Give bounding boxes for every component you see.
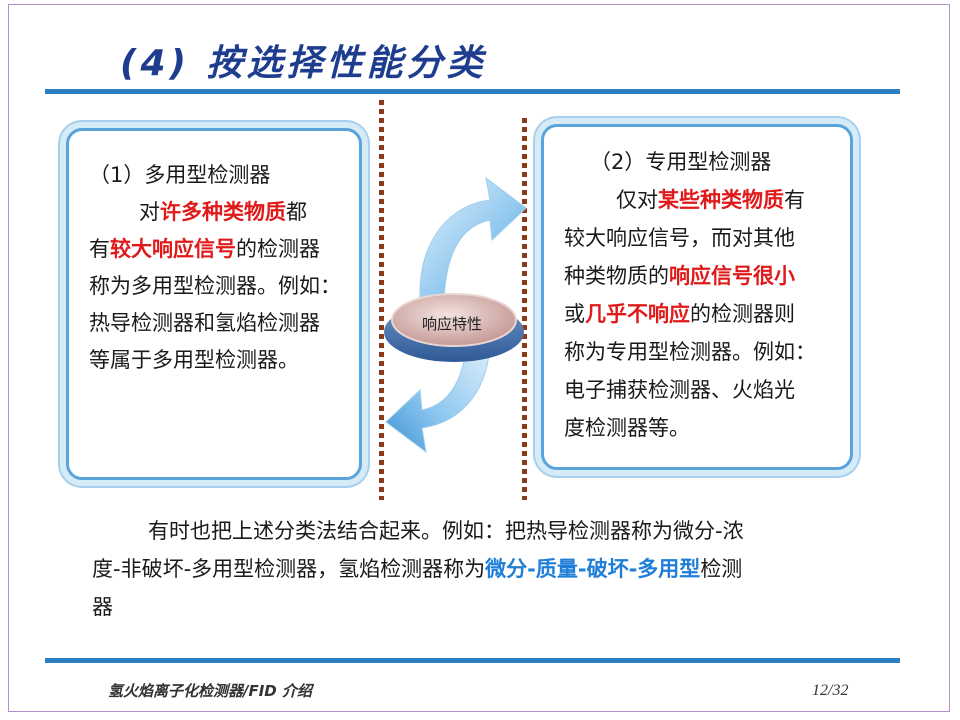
right-box-line-1: 仅对某些种类物质有 <box>616 188 805 212</box>
left-box-heading: （1）多用型检测器 <box>89 163 271 187</box>
right-box-line-6: 电子捕获检测器、火焰光 <box>564 378 795 402</box>
left-box-line-1: 对许多种类物质都 <box>139 200 307 224</box>
right-dashed-divider <box>522 118 527 500</box>
slide-frame <box>8 4 950 712</box>
highlight-fid-classification: 微分-质量-破坏-多用型 <box>485 557 701 581</box>
right-box-line-4: 或几乎不响应的检测器则 <box>564 302 795 326</box>
response-cycle-graphic <box>384 176 527 454</box>
highlight-many-substances: 许多种类物质 <box>160 200 286 224</box>
response-characteristic-label: 响应特性 <box>421 315 482 333</box>
disk-top <box>391 293 517 347</box>
arrow-up-right-icon <box>419 176 527 301</box>
right-box-line-5: 称为专用型检测器。例如： <box>564 340 816 364</box>
page-number: 12/32 <box>812 682 849 699</box>
slide-title: (4) 按选择性能分类 <box>120 43 487 84</box>
highlight-certain-substances: 某些种类物质 <box>658 188 784 212</box>
highlight-almost-no-response: 几乎不响应 <box>585 302 690 326</box>
bottom-rule <box>45 658 900 663</box>
left-dashed-divider <box>379 100 384 500</box>
top-rule <box>45 89 900 94</box>
arrow-down-left-icon <box>385 329 491 454</box>
right-box-line-2: 较大响应信号，而对其他 <box>564 226 795 250</box>
left-box-line-4: 热导检测器和氢焰检测器 <box>89 311 320 335</box>
left-box-line-5: 等属于多用型检测器。 <box>89 348 299 372</box>
multi-purpose-detector-box: （1）多用型检测器 对许多种类物质都 有较大响应信号的检测器 称为多用型检测器。… <box>66 128 362 480</box>
highlight-small-signal: 响应信号很小 <box>669 264 795 288</box>
right-box-heading: （2）专用型检测器 <box>590 150 772 174</box>
special-purpose-detector-box: （2）专用型检测器 仅对某些种类物质有 较大响应信号，而对其他 种类物质的响应信… <box>541 124 853 470</box>
combined-classification-paragraph: 有时也把上述分类法结合起来。例如：把热导检测器称为微分-浓 度-非破坏-多用型检… <box>90 512 850 626</box>
left-box-line-2: 有较大响应信号的检测器 <box>89 237 320 261</box>
footer-title: 氢火焰离子化检测器/FID 介绍 <box>108 682 312 700</box>
right-box-line-3: 种类物质的响应信号很小 <box>564 264 795 288</box>
bottom-line-1: 有时也把上述分类法结合起来。例如：把热导检测器称为微分-浓 <box>148 519 744 543</box>
left-box-line-3: 称为多用型检测器。例如： <box>89 274 341 298</box>
right-box-line-7: 度检测器等。 <box>564 416 690 440</box>
bottom-line-2: 度-非破坏-多用型检测器，氢焰检测器称为微分-质量-破坏-多用型检测 <box>92 557 743 581</box>
highlight-large-signal: 较大响应信号 <box>110 237 236 261</box>
bottom-line-3: 器 <box>92 595 113 619</box>
